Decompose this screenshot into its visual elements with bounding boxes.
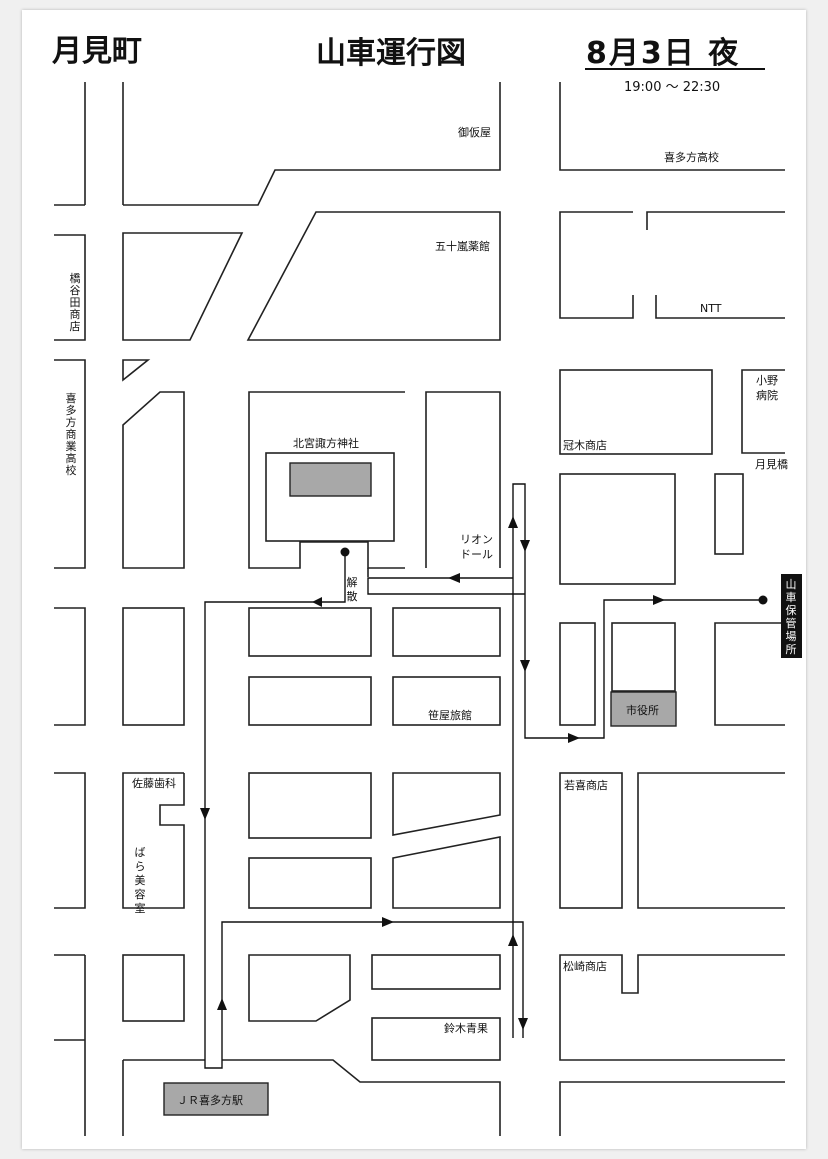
block-hashiyada bbox=[122, 232, 244, 341]
route-arrow bbox=[518, 1018, 528, 1030]
route-arrow bbox=[508, 516, 518, 528]
end-point bbox=[758, 595, 768, 605]
label-kanmuriki: 冠木商店 bbox=[563, 438, 607, 452]
block bbox=[248, 676, 372, 726]
route-arrow bbox=[448, 573, 460, 583]
label-sasaya: 笹屋旅館 bbox=[428, 708, 472, 722]
block-triangle bbox=[122, 359, 151, 382]
label-disband: 解散 bbox=[347, 575, 358, 603]
label-tsukimi-bridge: 月見橋 bbox=[755, 457, 788, 471]
event-time: 19:00 ～ 22:30 bbox=[624, 80, 721, 95]
shrine-grounds bbox=[265, 452, 395, 542]
block-narrow bbox=[714, 473, 744, 555]
block-diag1 bbox=[392, 772, 501, 836]
road-line bbox=[123, 82, 501, 206]
route-segment bbox=[512, 483, 763, 1038]
label-kitakata-commercial: 喜多方商業高校 bbox=[66, 392, 77, 477]
block-left-col bbox=[122, 607, 185, 726]
route-arrow bbox=[520, 660, 530, 672]
blocks bbox=[54, 211, 785, 1061]
label-kitakata-high: 喜多方高校 bbox=[664, 150, 719, 164]
block-cityhall bbox=[611, 622, 676, 692]
block-ntt-left bbox=[559, 211, 634, 319]
block-left-edge bbox=[54, 359, 86, 569]
block-matsuzaki bbox=[559, 954, 785, 1061]
road-line bbox=[559, 82, 785, 171]
road-line bbox=[222, 1059, 501, 1136]
label-ntt: NTT bbox=[700, 302, 722, 315]
block-ono bbox=[741, 369, 785, 454]
block bbox=[392, 607, 501, 657]
block bbox=[248, 857, 372, 909]
block-rion bbox=[425, 391, 501, 568]
block-wakaki bbox=[559, 772, 623, 909]
label-wakaki: 若喜商店 bbox=[564, 778, 608, 792]
block-sasaya bbox=[392, 676, 501, 726]
block-suzuki bbox=[371, 1017, 501, 1061]
roads bbox=[54, 82, 785, 1136]
road-line bbox=[559, 1081, 785, 1136]
label-ono-hospital: 小野病院 bbox=[756, 374, 778, 402]
label-matsuzaki: 松崎商店 bbox=[563, 959, 607, 973]
block-pentagon bbox=[248, 954, 351, 1022]
block-igarashi bbox=[246, 211, 501, 341]
route-arrow bbox=[217, 998, 227, 1010]
storage-label-bg bbox=[781, 574, 802, 658]
block bbox=[371, 954, 501, 990]
dashi-route bbox=[200, 483, 768, 1069]
route-segment bbox=[204, 552, 524, 1069]
block-left-edge bbox=[54, 772, 86, 909]
block-diagonal bbox=[122, 391, 185, 569]
block-right bbox=[714, 622, 785, 726]
route-arrow bbox=[312, 597, 322, 607]
map-title: 山車運行図 bbox=[316, 36, 466, 71]
route-arrow bbox=[200, 808, 210, 820]
route-arrow bbox=[653, 595, 665, 605]
block bbox=[559, 622, 596, 726]
block bbox=[248, 772, 372, 839]
route-arrow bbox=[520, 540, 530, 552]
block-ntt-right2 bbox=[655, 295, 785, 319]
block-mid-right bbox=[559, 473, 676, 585]
block-diag2 bbox=[392, 836, 501, 909]
town-name: 月見町 bbox=[52, 34, 142, 69]
label-suzuki: 鈴木青果 bbox=[444, 1021, 488, 1035]
label-rion-doll: リオンドール bbox=[460, 533, 493, 561]
label-hashiyada: 橋谷田商店 bbox=[70, 271, 81, 333]
event-date: 8月3日 夜 bbox=[586, 36, 741, 71]
date-underline bbox=[585, 68, 765, 70]
block-left-edge bbox=[54, 607, 86, 726]
cityhall-building bbox=[610, 691, 677, 727]
route-arrow bbox=[382, 917, 394, 927]
label-igarashi: 五十嵐薬館 bbox=[435, 239, 490, 253]
label-dashi-storage: 山車保管場所 bbox=[786, 578, 797, 656]
label-shrine: 北宮諏方神社 bbox=[293, 436, 359, 450]
block-shrine-outer bbox=[248, 391, 405, 569]
start-point bbox=[340, 547, 350, 557]
block-left-edge bbox=[54, 234, 86, 341]
label-city-hall: 市役所 bbox=[626, 703, 659, 717]
block bbox=[248, 607, 372, 657]
label-bara-salon: ばら美容室 bbox=[135, 846, 146, 915]
block bbox=[122, 954, 185, 1022]
route-arrow bbox=[508, 934, 518, 946]
label-gokariya: 御仮屋 bbox=[458, 125, 491, 139]
block-kanmuriki bbox=[559, 369, 713, 455]
block-ntt-right bbox=[646, 211, 785, 230]
route-segment bbox=[367, 577, 525, 595]
block-sato bbox=[122, 772, 185, 909]
label-station: ＪＲ喜多方駅 bbox=[177, 1093, 243, 1107]
route-arrow bbox=[568, 733, 580, 743]
station-building bbox=[163, 1082, 269, 1116]
block-right2 bbox=[637, 772, 785, 909]
label-sato-dental: 佐藤歯科 bbox=[132, 776, 176, 790]
shrine-building bbox=[289, 462, 372, 497]
